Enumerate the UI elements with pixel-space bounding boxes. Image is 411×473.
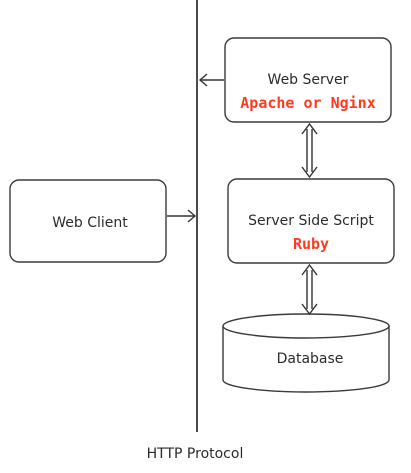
server-response-arrowhead [198, 73, 208, 87]
database-cylinder-top [222, 313, 390, 339]
http-protocol-label: HTTP Protocol [147, 446, 244, 462]
server-to-client-arrow [198, 73, 224, 87]
database-label: Database [277, 351, 344, 367]
script-database-bidirectional-arrow [301, 263, 318, 316]
web-client-box [9, 179, 167, 263]
client-to-server-arrow [167, 209, 197, 223]
script-db-arrowhead-down [301, 303, 318, 316]
server-side-script-box [227, 178, 395, 264]
server-script-arrowhead-up [301, 122, 318, 135]
web-server-node: Web Server Apache or Nginx [224, 37, 392, 123]
database-node: Database [222, 313, 390, 393]
web-client-node: Web Client [9, 179, 167, 263]
client-request-arrowhead [187, 209, 197, 223]
server-script-bidirectional-arrow [301, 122, 318, 179]
web-server-label: Web Server [268, 72, 349, 88]
server-side-script-label: Server Side Script [248, 213, 374, 229]
server-side-script-node: Server Side Script Ruby [227, 178, 395, 264]
server-script-arrowhead-down [301, 166, 318, 179]
web-server-box [224, 37, 392, 123]
script-db-arrowhead-up [301, 263, 318, 276]
web-client-label: Web Client [52, 215, 128, 231]
web-server-tech: Apache or Nginx [240, 94, 375, 112]
server-side-script-tech: Ruby [293, 235, 329, 253]
database-cylinder-body [222, 326, 390, 393]
